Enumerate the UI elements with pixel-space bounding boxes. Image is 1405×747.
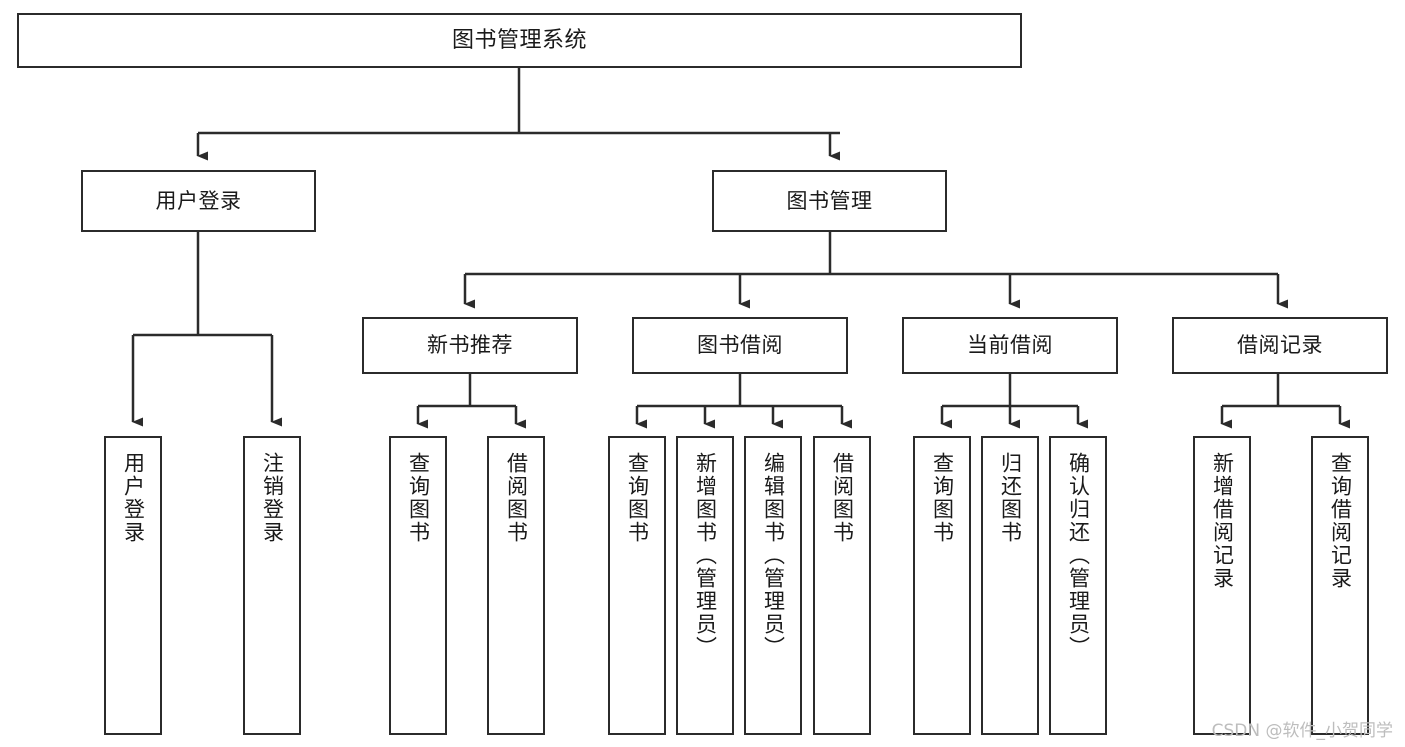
node-borrow-record[interactable]: 借阅记录 [1172, 317, 1388, 374]
node-leaf-borrow-book-1[interactable]: 借阅图书 [487, 436, 545, 735]
node-root-system[interactable]: 图书管理系统 [17, 13, 1022, 68]
node-user-login-label: 用户登录 [155, 188, 242, 213]
node-leaf-borrow-book-2-label: 借阅图书 [830, 452, 855, 544]
node-leaf-logout-login[interactable]: 注销登录 [243, 436, 301, 735]
node-leaf-user-login-label: 用户登录 [121, 452, 146, 544]
node-leaf-add-record[interactable]: 新增借阅记录 [1193, 436, 1251, 735]
node-leaf-borrow-book-1-label: 借阅图书 [504, 452, 529, 544]
node-leaf-add-book[interactable]: 新增图书（管理员） [676, 436, 734, 735]
node-borrow-record-label: 借阅记录 [1237, 333, 1323, 358]
node-leaf-query-book-1-label: 查询图书 [406, 452, 431, 544]
node-leaf-add-record-label: 新增借阅记录 [1210, 452, 1235, 590]
node-leaf-query-book-3[interactable]: 查询图书 [913, 436, 971, 735]
node-leaf-query-record[interactable]: 查询借阅记录 [1311, 436, 1369, 735]
node-current-borrow[interactable]: 当前借阅 [902, 317, 1118, 374]
node-leaf-user-login[interactable]: 用户登录 [104, 436, 162, 735]
node-book-borrow[interactable]: 图书借阅 [632, 317, 848, 374]
node-leaf-confirm-return-label: 确认归还（管理员） [1066, 452, 1091, 659]
node-leaf-query-book-3-label: 查询图书 [930, 452, 955, 544]
node-book-borrow-label: 图书借阅 [697, 333, 783, 358]
node-leaf-confirm-return[interactable]: 确认归还（管理员） [1049, 436, 1107, 735]
node-user-login[interactable]: 用户登录 [81, 170, 316, 232]
node-leaf-query-book-2[interactable]: 查询图书 [608, 436, 666, 735]
node-new-book-recommend-label: 新书推荐 [427, 333, 513, 358]
csdn-watermark: CSDN @软件_小贺同学 [1211, 721, 1393, 741]
node-leaf-edit-book[interactable]: 编辑图书（管理员） [744, 436, 802, 735]
node-leaf-logout-login-label: 注销登录 [260, 452, 285, 544]
node-book-manage[interactable]: 图书管理 [712, 170, 947, 232]
node-current-borrow-label: 当前借阅 [967, 333, 1053, 358]
node-leaf-return-book-label: 归还图书 [998, 452, 1023, 544]
node-book-manage-label: 图书管理 [786, 188, 873, 213]
node-leaf-return-book[interactable]: 归还图书 [981, 436, 1039, 735]
node-leaf-borrow-book-2[interactable]: 借阅图书 [813, 436, 871, 735]
node-root-system-label: 图书管理系统 [451, 27, 587, 53]
node-leaf-query-record-label: 查询借阅记录 [1328, 452, 1353, 590]
node-leaf-edit-book-label: 编辑图书（管理员） [761, 452, 786, 659]
node-leaf-add-book-label: 新增图书（管理员） [693, 452, 718, 659]
node-new-book-recommend[interactable]: 新书推荐 [362, 317, 578, 374]
node-leaf-query-book-1[interactable]: 查询图书 [389, 436, 447, 735]
node-leaf-query-book-2-label: 查询图书 [625, 452, 650, 544]
